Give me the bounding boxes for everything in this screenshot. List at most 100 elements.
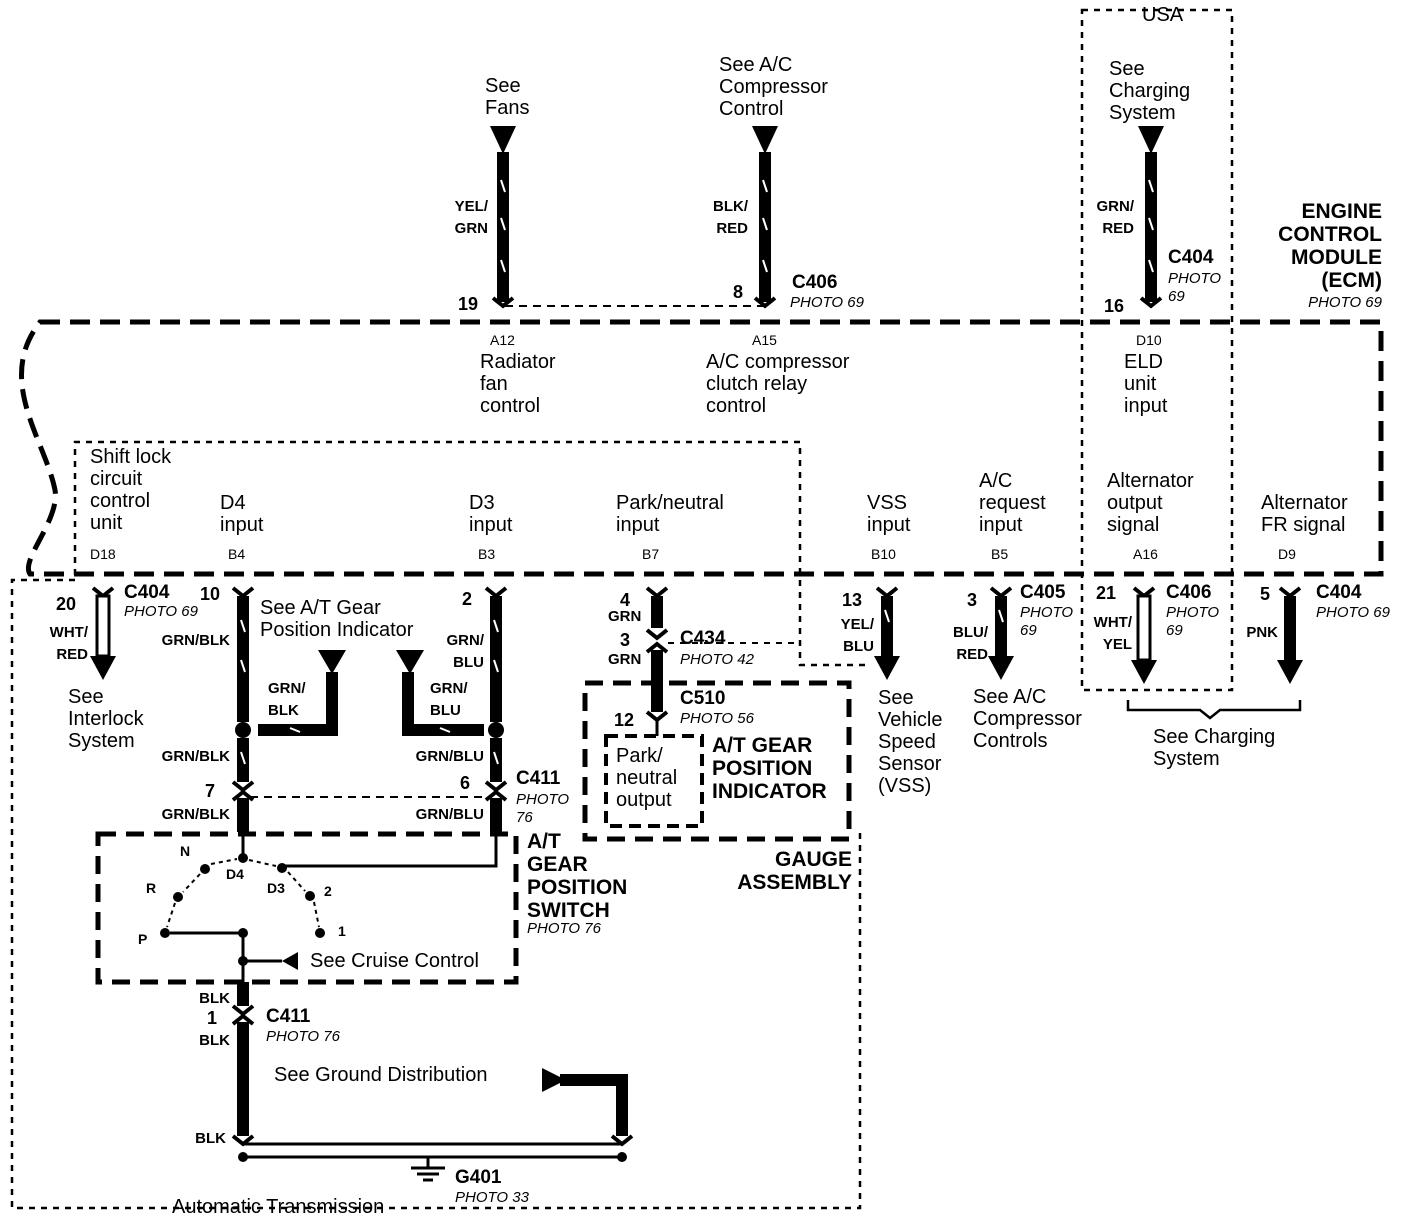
pin-3-c434: 3 bbox=[620, 630, 631, 650]
see-fans[interactable]: See Fans bbox=[485, 75, 530, 119]
usa-box bbox=[1080, 8, 1234, 692]
charging-brace bbox=[1126, 700, 1302, 720]
connector-c404-right: C404 bbox=[1316, 582, 1362, 603]
connector-c411-upper: C411 bbox=[516, 768, 561, 789]
wire-yel-grn bbox=[490, 126, 516, 309]
see-interlock-system[interactable]: See Interlock System bbox=[68, 686, 144, 752]
wire-label-yel-blu: YEL/ BLU bbox=[840, 616, 874, 655]
ecm-inner-dashed bbox=[73, 440, 865, 667]
wire-label-wht-red: WHT/ RED bbox=[49, 624, 88, 663]
photo-c404-left: PHOTO 69 bbox=[124, 603, 198, 620]
ecm-outline bbox=[19, 319, 1384, 577]
wire-label-blk-bottom: BLK bbox=[199, 1032, 230, 1049]
wire-label-grn-blk-low: GRN/BLK bbox=[161, 806, 230, 823]
switch-contacts bbox=[160, 853, 325, 990]
park-neutral-output: Park/ neutral output bbox=[616, 745, 678, 811]
wire-label-grn-blu-d3: GRN/ BLU bbox=[446, 632, 485, 671]
see-charging-system-top[interactable]: See Charging System bbox=[1109, 58, 1191, 124]
photo-c406-top: PHOTO 69 bbox=[790, 294, 864, 311]
term-b5: B5 bbox=[991, 546, 1009, 562]
pin-19: 19 bbox=[458, 294, 479, 314]
desc-radiator-fan: Radiator fan control bbox=[480, 351, 556, 417]
pin-16: 16 bbox=[1104, 296, 1125, 316]
wire-blk-red bbox=[752, 126, 778, 309]
photo-c411-upper: PHOTO 76 bbox=[516, 791, 570, 826]
connector-c406-top: C406 bbox=[792, 272, 838, 293]
photo-c510: PHOTO 56 bbox=[680, 710, 754, 727]
ground-g401: G401 bbox=[455, 1167, 502, 1188]
switch-pos-r: R bbox=[146, 880, 157, 896]
pin-20: 20 bbox=[56, 594, 77, 614]
term-d9: D9 bbox=[1278, 546, 1296, 562]
pin-10: 10 bbox=[200, 584, 221, 604]
connector-c405: C405 bbox=[1020, 582, 1066, 603]
term-a15: A15 bbox=[752, 332, 777, 348]
desc-ac-request: A/C request input bbox=[979, 470, 1046, 536]
wire-blk-ground bbox=[231, 982, 634, 1182]
pin-13: 13 bbox=[842, 590, 863, 610]
desc-d3-input: D3 input bbox=[469, 492, 513, 536]
photo-c405: PHOTO 69 bbox=[1020, 604, 1074, 639]
wire-label-wht-yel: WHT/ YEL bbox=[1093, 614, 1132, 653]
desc-alternator-output: Alternator output signal bbox=[1107, 470, 1194, 536]
wire-label-branch-grn-blk: GRN/ BLK bbox=[268, 680, 306, 719]
term-a12: A12 bbox=[490, 332, 515, 348]
gauge-assembly-box bbox=[582, 680, 852, 842]
desc-shift-lock: Shift lock circuit control unit bbox=[90, 446, 172, 534]
term-b4: B4 bbox=[228, 546, 246, 562]
connector-c411-lower: C411 bbox=[266, 1006, 311, 1027]
wire-label-grn-blk-mid: GRN/BLK bbox=[161, 748, 230, 765]
pin-1: 1 bbox=[207, 1008, 218, 1028]
switch-pos-d3: D3 bbox=[267, 880, 285, 896]
gear-indicator-title: A/T GEAR POSITION INDICATOR bbox=[712, 734, 827, 803]
see-ac-compressor-control[interactable]: See A/C Compressor Control bbox=[719, 54, 828, 120]
wire-wht-red bbox=[90, 586, 116, 680]
wire-label-blu-red: BLU/ RED bbox=[953, 624, 988, 663]
see-vehicle-speed-sensor[interactable]: See Vehicle Speed Sensor (VSS) bbox=[878, 687, 943, 797]
gear-switch-title: A/T GEAR POSITION SWITCH bbox=[527, 830, 628, 922]
see-ac-compressor-controls[interactable]: See A/C Compressor Controls bbox=[973, 686, 1082, 752]
wire-yel-blu bbox=[874, 586, 900, 680]
wire-grn-red bbox=[1138, 126, 1164, 309]
pin-4: 4 bbox=[620, 590, 631, 610]
wire-grn-park bbox=[645, 586, 669, 736]
see-charging-system-bottom[interactable]: See Charging System bbox=[1153, 726, 1276, 770]
pin-8: 8 bbox=[733, 282, 744, 302]
wire-blu-red bbox=[988, 586, 1014, 680]
wire-label-branch-grn-blu: GRN/ BLU bbox=[430, 680, 468, 719]
see-cruise-control[interactable]: See Cruise Control bbox=[310, 950, 479, 972]
wire-label-grn-upper: GRN bbox=[608, 608, 642, 625]
park-neutral-output-box bbox=[604, 734, 704, 828]
automatic-transmission-label: Automatic Transmission bbox=[172, 1196, 385, 1218]
pin-2: 2 bbox=[462, 589, 473, 609]
wire-branch-grn-blk bbox=[258, 650, 346, 736]
wire-pnk bbox=[1277, 586, 1303, 684]
connector-c434: C434 bbox=[680, 628, 726, 649]
wire-label-grn-lower: GRN bbox=[608, 651, 642, 668]
desc-ac-clutch-relay: A/C compressor clutch relay control bbox=[706, 351, 850, 417]
transmission-outline bbox=[10, 578, 862, 1210]
photo-gear-switch: PHOTO 76 bbox=[527, 920, 601, 937]
desc-vss-input: VSS input bbox=[867, 492, 911, 536]
ecm-title: ENGINE CONTROL MODULE (ECM) bbox=[1278, 200, 1382, 292]
term-d18: D18 bbox=[90, 546, 116, 562]
wire-label-pnk: PNK bbox=[1246, 624, 1278, 641]
switch-pos-1: 1 bbox=[338, 923, 346, 939]
term-b7: B7 bbox=[642, 546, 660, 562]
pin-12: 12 bbox=[614, 710, 635, 730]
desc-alternator-fr: Alternator FR signal bbox=[1261, 492, 1348, 536]
pin-3-c405: 3 bbox=[967, 590, 978, 610]
see-gear-position-indicator[interactable]: See A/T Gear Position Indicator bbox=[260, 597, 414, 641]
photo-c404-top: PHOTO 69 bbox=[1168, 270, 1222, 305]
pin-6: 6 bbox=[460, 773, 471, 793]
pin-21: 21 bbox=[1096, 583, 1117, 603]
connector-c404-left: C404 bbox=[124, 582, 170, 603]
wire-label-grn-blu-mid: GRN/BLU bbox=[415, 748, 484, 765]
desc-park-neutral-input: Park/neutral input bbox=[616, 492, 724, 536]
see-ground-distribution[interactable]: See Ground Distribution bbox=[274, 1064, 488, 1086]
photo-c434: PHOTO 42 bbox=[680, 651, 754, 668]
wire-label-blk-top: BLK bbox=[199, 990, 230, 1007]
wire-label-yel-grn: YEL/ GRN bbox=[454, 198, 488, 237]
photo-c404-right: PHOTO 69 bbox=[1316, 604, 1390, 621]
